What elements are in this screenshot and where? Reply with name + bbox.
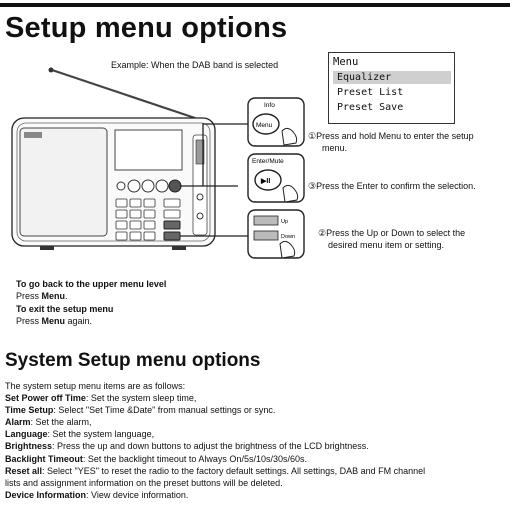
menu-item-preset-list: Preset List <box>337 87 404 98</box>
brand-logo <box>24 132 42 138</box>
round-button-3 <box>155 179 169 193</box>
lcd-display <box>114 129 183 171</box>
small-round-button <box>116 181 126 191</box>
list-item: Set Power off Time: Set the system sleep… <box>5 393 197 404</box>
up-button-icon <box>253 215 279 226</box>
down-label: Down <box>281 234 295 240</box>
jack-1 <box>196 193 204 201</box>
step-text: desired menu item or setting. <box>328 240 445 250</box>
menu-item-preset-save: Preset Save <box>337 102 404 113</box>
top-rule <box>0 3 510 7</box>
list-item: Alarm: Set the alarm, <box>5 417 92 428</box>
system-intro: The system setup menu items are as follo… <box>5 381 186 391</box>
step-number: ③ <box>308 181 317 191</box>
down-button <box>163 231 181 241</box>
back-text: Press Menu. <box>16 291 68 302</box>
menu-display-title: Menu <box>333 56 359 68</box>
list-item: Reset all: Select "YES" to reset the rad… <box>5 465 426 476</box>
system-setup-title: System Setup menu options <box>5 350 261 371</box>
step-text: Press the Enter to confirm the selection… <box>316 181 476 191</box>
menu-button-label: Menu <box>256 122 273 129</box>
enter-button <box>168 179 182 193</box>
exit-text: Press Menu again. <box>16 316 93 327</box>
antenna-tip <box>48 67 54 73</box>
enter-label: Enter/Mute <box>252 158 284 165</box>
step-text: menu. <box>322 143 348 153</box>
step-number: ① <box>308 131 317 141</box>
up-button <box>163 220 181 230</box>
speaker-grille <box>19 127 108 237</box>
round-button-1 <box>127 179 141 193</box>
menu-connector <box>202 123 248 186</box>
radio-illustration: Info Menu Enter/Mute ▶II Up Down <box>11 67 305 259</box>
step-1: ①Press and hold Menu to enter the setup … <box>308 130 474 154</box>
hand-pointer-icon <box>279 240 296 259</box>
example-caption: Example: When the DAB band is selected <box>111 60 279 70</box>
menu-button-icon <box>252 113 280 135</box>
round-button-2 <box>141 179 155 193</box>
enter-button-icon <box>254 169 282 191</box>
menu-display: Menu Equalizer Preset List Preset Save <box>328 52 455 124</box>
enter-symbol: ▶II <box>260 178 270 185</box>
list-item: Brightness: Press the up and down button… <box>5 441 369 452</box>
antenna <box>51 68 196 120</box>
jack-2 <box>196 212 204 220</box>
info-label: Info <box>264 102 275 109</box>
step-text: Press and hold Menu to enter the setup <box>316 131 474 141</box>
step-number: ② <box>318 228 327 238</box>
page-title: Setup menu options <box>5 12 288 44</box>
list-item: Time Setup: Select "Set Time &Date" from… <box>5 405 276 416</box>
step-2: ②Press the Up or Down to select the desi… <box>318 227 465 251</box>
step-text: Press the Up or Down to select the <box>326 228 466 238</box>
list-item: Language: Set the system language, <box>5 429 155 440</box>
keypad <box>115 198 181 241</box>
list-item: lists and assignment information on the … <box>5 477 283 488</box>
list-item: Device Information: View device informat… <box>5 489 189 500</box>
down-button-icon <box>253 230 279 241</box>
exit-heading: To exit the setup menu <box>16 303 114 314</box>
hand-pointer-icon <box>281 127 298 146</box>
menu-item-equalizer: Equalizer <box>333 71 451 84</box>
back-heading: To go back to the upper menu level <box>16 279 167 289</box>
up-label: Up <box>281 219 288 225</box>
system-setup-list: The system setup menu items are as follo… <box>5 380 505 501</box>
volume-knob <box>195 139 205 165</box>
menu-navigation-instructions: To go back to the upper menu level Press… <box>16 278 166 328</box>
step-3: ③Press the Enter to confirm the selectio… <box>308 180 476 192</box>
hand-pointer-icon <box>282 184 299 203</box>
list-item: Backlight Timeout: Set the backlight tim… <box>5 453 307 464</box>
